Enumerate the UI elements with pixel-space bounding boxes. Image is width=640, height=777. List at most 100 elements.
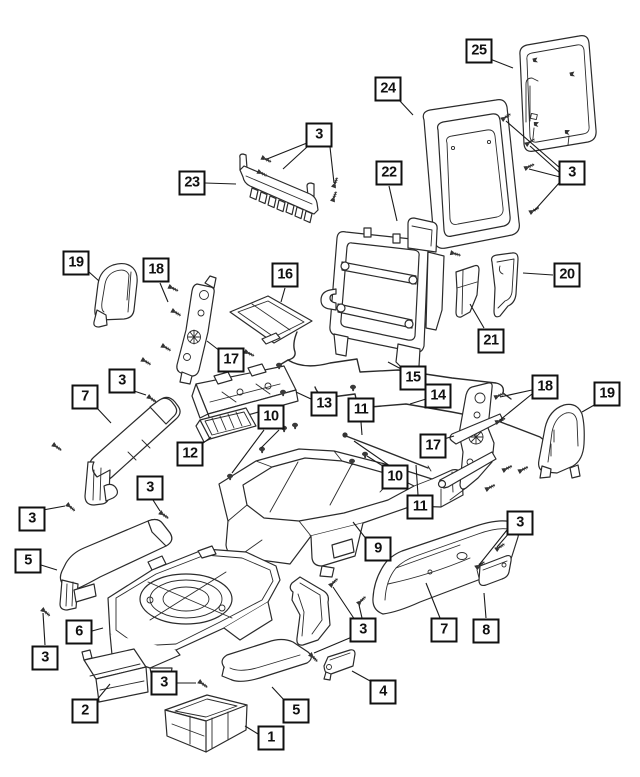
callout-25[interactable]: 25 [465, 38, 493, 64]
part-19-side-shield-right [538, 403, 585, 479]
leader-line [398, 99, 414, 116]
screw-icon [327, 576, 340, 589]
callout-12[interactable]: 12 [176, 441, 204, 467]
screw-icon [64, 501, 77, 514]
callout-3[interactable]: 3 [150, 670, 178, 696]
screw-icon [501, 463, 514, 474]
part-1-storage-bin [164, 694, 248, 753]
callout-3[interactable]: 3 [506, 510, 534, 536]
leader-line [529, 145, 561, 174]
leader-line [353, 440, 391, 467]
callout-3[interactable]: 3 [349, 617, 377, 643]
callout-22[interactable]: 22 [375, 160, 403, 186]
callout-17[interactable]: 17 [217, 347, 245, 373]
callout-17[interactable]: 17 [419, 433, 447, 459]
leader-line [313, 636, 353, 654]
leader-line [260, 429, 280, 449]
callout-9[interactable]: 9 [364, 536, 392, 562]
leader-lines [40, 58, 597, 735]
callout-18[interactable]: 18 [531, 374, 559, 400]
leader-line [91, 627, 104, 632]
screw-icon [39, 606, 52, 619]
screw-icon [260, 154, 273, 165]
callout-8[interactable]: 8 [472, 618, 500, 644]
callout-1[interactable]: 1 [257, 725, 285, 751]
leader-line [266, 142, 308, 160]
callout-2[interactable]: 2 [71, 698, 99, 724]
callout-24[interactable]: 24 [374, 76, 402, 102]
screw-icon [484, 482, 497, 493]
leader-line [469, 303, 485, 329]
part-12-ribbed-bracket [195, 407, 257, 443]
part-7-side-trim-left [84, 396, 181, 506]
callout-15[interactable]: 15 [399, 365, 427, 391]
part-8-trim-end-cap [476, 554, 512, 587]
callout-18[interactable]: 18 [142, 257, 170, 283]
leader-line [282, 146, 308, 170]
leader-line [388, 185, 398, 222]
part-21-cover [455, 264, 480, 318]
push-pin-icon [350, 384, 356, 392]
callout-7[interactable]: 7 [71, 384, 99, 410]
callout-14[interactable]: 14 [424, 383, 452, 409]
callout-10[interactable]: 10 [381, 464, 409, 490]
screw-icon [355, 594, 368, 607]
leader-line [95, 406, 112, 424]
callout-3[interactable]: 3 [305, 122, 333, 148]
leader-line [533, 181, 561, 212]
screw-icon [157, 509, 171, 521]
screw-icon [170, 307, 183, 319]
leader-line [40, 564, 58, 571]
callout-19[interactable]: 19 [62, 250, 90, 276]
leader-line [329, 146, 335, 184]
callout-7[interactable]: 7 [430, 617, 458, 643]
rod-11-torsion-rod [342, 432, 432, 472]
part-20-belt-guide [490, 252, 519, 318]
part-24-seatback-frame-trim [422, 99, 520, 249]
push-pin-icon [362, 451, 368, 459]
callout-11[interactable]: 11 [406, 494, 434, 520]
leader-line [159, 282, 169, 303]
callout-3[interactable]: 3 [18, 506, 46, 532]
part-6-swivel-base [107, 545, 281, 681]
part-16-close-out-panel [229, 295, 313, 345]
part-4-latch-clip [323, 649, 356, 681]
callout-10[interactable]: 10 [257, 404, 285, 430]
callout-6[interactable]: 6 [65, 619, 93, 645]
callout-19[interactable]: 19 [593, 381, 621, 407]
callout-13[interactable]: 13 [310, 391, 338, 417]
leader-line [201, 436, 212, 445]
callout-3[interactable]: 3 [31, 645, 59, 671]
leader-line [358, 604, 363, 619]
callout-3[interactable]: 3 [558, 160, 586, 186]
callout-23[interactable]: 23 [178, 170, 206, 196]
screw-icon [330, 176, 340, 189]
screw-icon [449, 249, 462, 259]
screw-icon [243, 348, 256, 359]
callout-3[interactable]: 3 [136, 475, 164, 501]
leader-line [478, 529, 508, 566]
screw-icon [140, 356, 153, 368]
part-17-recliner-right [437, 382, 504, 501]
part-shield-center [289, 576, 331, 646]
leader-line [332, 586, 356, 621]
callout-11[interactable]: 11 [347, 397, 375, 423]
callout-16[interactable]: 16 [271, 262, 299, 288]
part-5-lower-trim-center [221, 638, 312, 682]
callout-3[interactable]: 3 [108, 368, 136, 394]
screw-icon [329, 190, 339, 203]
screw-icon [517, 464, 530, 475]
part-2-floor-panel [81, 648, 149, 703]
screw-icon [196, 678, 210, 690]
leader-line [204, 182, 237, 185]
callout-21[interactable]: 21 [477, 328, 505, 354]
leader-line [409, 398, 427, 405]
leader-line [360, 421, 363, 436]
leader-line [280, 287, 286, 303]
callout-5[interactable]: 5 [14, 548, 42, 574]
leader-line [42, 505, 66, 511]
callout-4[interactable]: 4 [369, 679, 397, 705]
callout-5[interactable]: 5 [282, 698, 310, 724]
callout-20[interactable]: 20 [553, 262, 581, 288]
